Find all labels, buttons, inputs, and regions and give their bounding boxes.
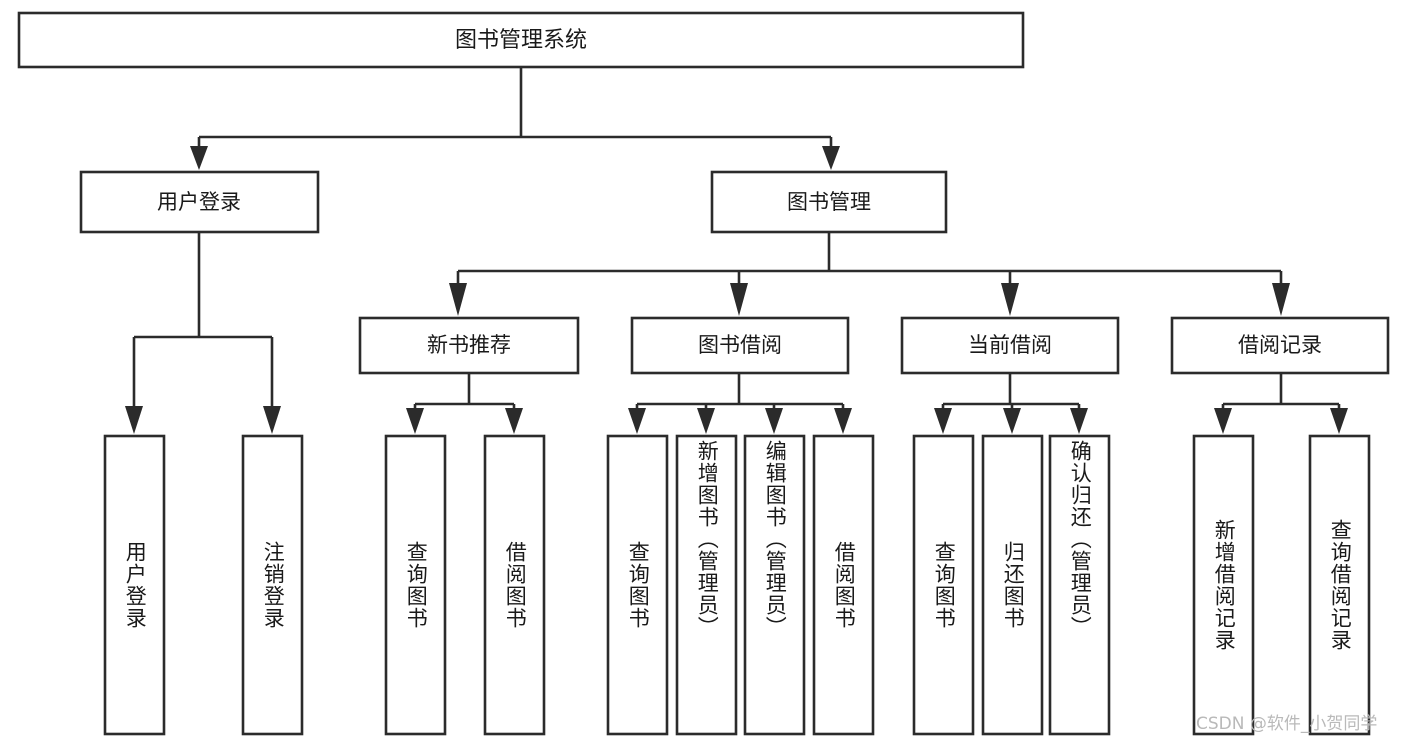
node-user-login-label: 用户登录 [157,190,241,214]
node-leaf-add-record-box[interactable] [1192,434,1255,736]
node-borrow-record-box[interactable] [1170,316,1390,375]
arrow-head-icon [406,408,424,434]
arrow-head-icon [1214,408,1232,434]
connector-bookmanage-to-level3 [449,232,1290,316]
node-leaf-confirm-return-box[interactable] [1048,434,1111,736]
node-borrow-record[interactable]: 借阅记录 [1170,316,1390,375]
node-book-manage-box[interactable] [710,170,948,234]
arrow-head-icon [934,408,952,434]
node-leaf-return-book-box[interactable] [981,434,1044,736]
arrow-head-icon [1330,408,1348,434]
arrow-head-icon [1003,408,1021,434]
node-book-manage[interactable]: 图书管理 [710,170,948,234]
node-book-borrow-box[interactable] [630,316,850,375]
arrow-head-icon [834,408,852,434]
arrow-head-icon [822,146,840,170]
node-leaf-query-record-box[interactable] [1308,434,1371,736]
node-user-login[interactable]: 用户登录 [79,170,320,234]
arrow-head-icon [1001,283,1019,316]
node-leaf-query-book-2-box[interactable] [606,434,669,736]
arrow-head-icon [628,408,646,434]
node-leaf-logout-box[interactable] [241,434,304,736]
node-leaf-user-login-box[interactable] [103,434,166,736]
arrow-head-icon [190,146,208,170]
node-root-label: 图书管理系统 [455,28,587,53]
connector-userlogin-to-leaves [125,232,281,434]
arrow-head-icon [263,406,281,434]
arrow-head-icon [697,408,715,434]
arrow-head-icon [1272,283,1290,316]
arrow-head-icon [449,283,467,316]
node-current-borrow[interactable]: 当前借阅 [900,316,1120,375]
node-leaf-borrow-book-2-box[interactable] [812,434,875,736]
node-user-login-box[interactable] [79,170,320,234]
arrow-head-icon [765,408,783,434]
arrow-head-icon [125,406,143,434]
node-current-borrow-label: 当前借阅 [968,333,1052,357]
node-root-box[interactable] [17,11,1025,69]
node-leaf-borrow-book-1-box[interactable] [483,434,546,736]
connector-borrowrecord-to-leaves [1214,373,1348,434]
node-root[interactable]: 图书管理系统 [17,11,1025,69]
node-leaf-edit-book-box[interactable] [743,434,806,736]
node-book-manage-label: 图书管理 [787,190,871,214]
node-book-borrow[interactable]: 图书借阅 [630,316,850,375]
node-leaf-query-book-3-box[interactable] [912,434,975,736]
node-new-book-rec[interactable]: 新书推荐 [358,316,580,375]
node-borrow-record-label: 借阅记录 [1238,333,1322,357]
leaf-boxes [103,434,1371,736]
node-book-borrow-label: 图书借阅 [698,333,782,357]
node-current-borrow-box[interactable] [900,316,1120,375]
connector-root-to-level2 [190,67,840,170]
connector-currentborrow-to-leaves [934,373,1088,434]
node-new-book-rec-box[interactable] [358,316,580,375]
node-leaf-add-book-box[interactable] [675,434,738,736]
connector-newbook-to-leaves [406,373,523,434]
node-new-book-rec-label: 新书推荐 [427,333,511,357]
arrow-head-icon [505,408,523,434]
arrow-head-icon [1070,408,1088,434]
node-leaf-query-book-1-box[interactable] [384,434,447,736]
arrow-head-icon [730,283,748,316]
connector-bookborrow-to-leaves [628,373,852,434]
